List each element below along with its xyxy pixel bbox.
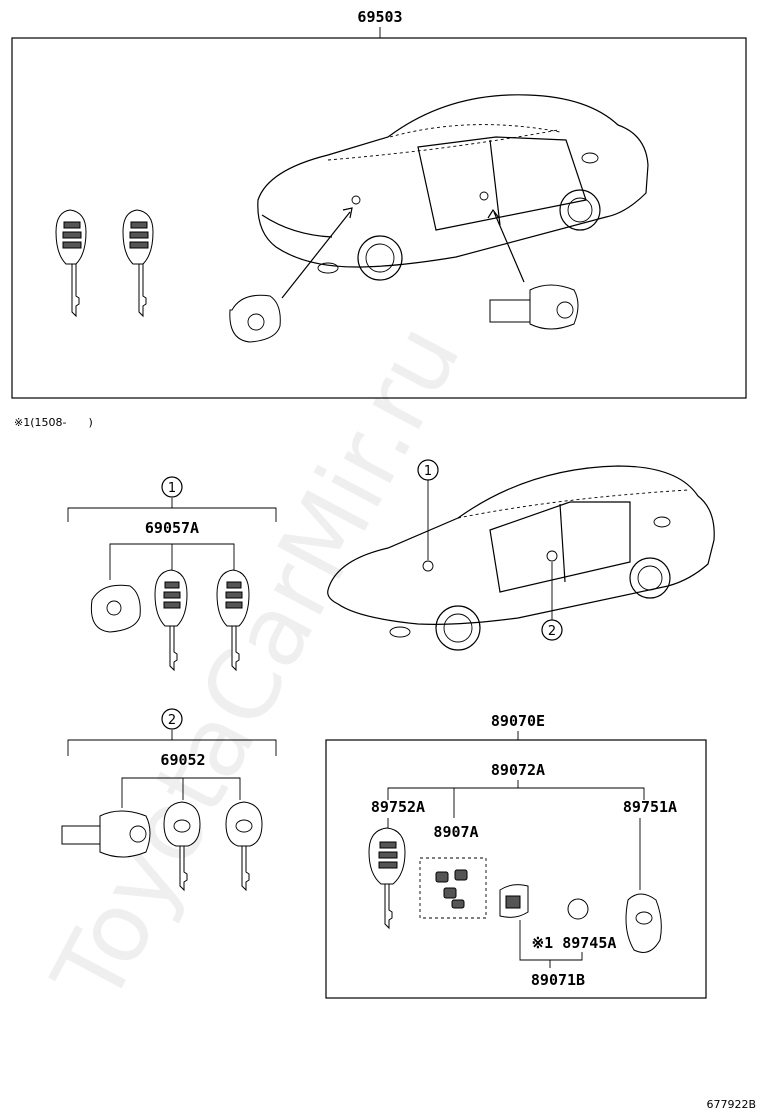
lock-cylinder-icon bbox=[90, 584, 141, 633]
key-case-frame bbox=[419, 857, 487, 919]
ignition-cylinder-icon bbox=[489, 284, 579, 330]
label-89752A[interactable]: 89752A bbox=[371, 798, 425, 816]
callout-1-label[interactable]: 1 bbox=[424, 464, 432, 479]
label-89070E[interactable]: 89070E bbox=[491, 712, 545, 730]
key-icon bbox=[55, 209, 87, 318]
door-lock-cylinder-icon bbox=[229, 294, 281, 343]
label-89071B[interactable]: 89071B bbox=[531, 971, 585, 989]
kit-1-group: 1 69057A bbox=[67, 476, 277, 672]
pointer-arrow bbox=[493, 211, 525, 283]
key-icon bbox=[163, 801, 201, 892]
top-assembly-box bbox=[11, 37, 747, 399]
smart-key-icon bbox=[625, 893, 662, 953]
car-illustration bbox=[327, 465, 715, 651]
callout-circle bbox=[417, 459, 439, 481]
watermark-text: ToyotaCarMir.ru bbox=[31, 307, 482, 1022]
key-icon bbox=[216, 569, 250, 672]
label-69052[interactable]: 69052 bbox=[160, 751, 205, 769]
label-89072A[interactable]: 89072A bbox=[491, 761, 545, 779]
callout-circle bbox=[541, 619, 563, 641]
transmitter-box bbox=[325, 739, 707, 999]
transmitter-group: 89070E 89072A 89752A 8907A 89751A bbox=[325, 712, 707, 999]
transmitter-module-icon bbox=[499, 884, 529, 918]
label-8907A[interactable]: 8907A bbox=[433, 823, 478, 841]
top-assembly-group: 69503 bbox=[11, 8, 747, 399]
note-text: ※1(1508- ) bbox=[14, 416, 93, 429]
car-illustration bbox=[257, 94, 649, 281]
callout-1-label[interactable]: 1 bbox=[168, 481, 176, 496]
diagram-id: 677922B bbox=[706, 1098, 756, 1111]
callout-circle bbox=[161, 708, 183, 730]
ignition-cylinder-icon bbox=[61, 810, 151, 858]
callout-circle bbox=[161, 476, 183, 498]
label-69503[interactable]: 69503 bbox=[357, 8, 402, 26]
label-89751A[interactable]: 89751A bbox=[623, 798, 677, 816]
key-icon bbox=[122, 209, 154, 318]
key-icon bbox=[154, 569, 188, 672]
callout-2-label[interactable]: 2 bbox=[168, 713, 176, 728]
label-69057A[interactable]: 69057A bbox=[145, 519, 199, 537]
button-pad-icon bbox=[435, 869, 468, 909]
label-89745A[interactable]: ※1 89745A bbox=[532, 934, 617, 952]
key-icon bbox=[368, 827, 406, 930]
callout-2-label[interactable]: 2 bbox=[548, 624, 556, 639]
kit-2-group: 2 69052 bbox=[61, 708, 277, 892]
pointer-arrow bbox=[281, 211, 351, 299]
key-icon bbox=[225, 801, 263, 892]
battery-icon bbox=[567, 898, 589, 920]
